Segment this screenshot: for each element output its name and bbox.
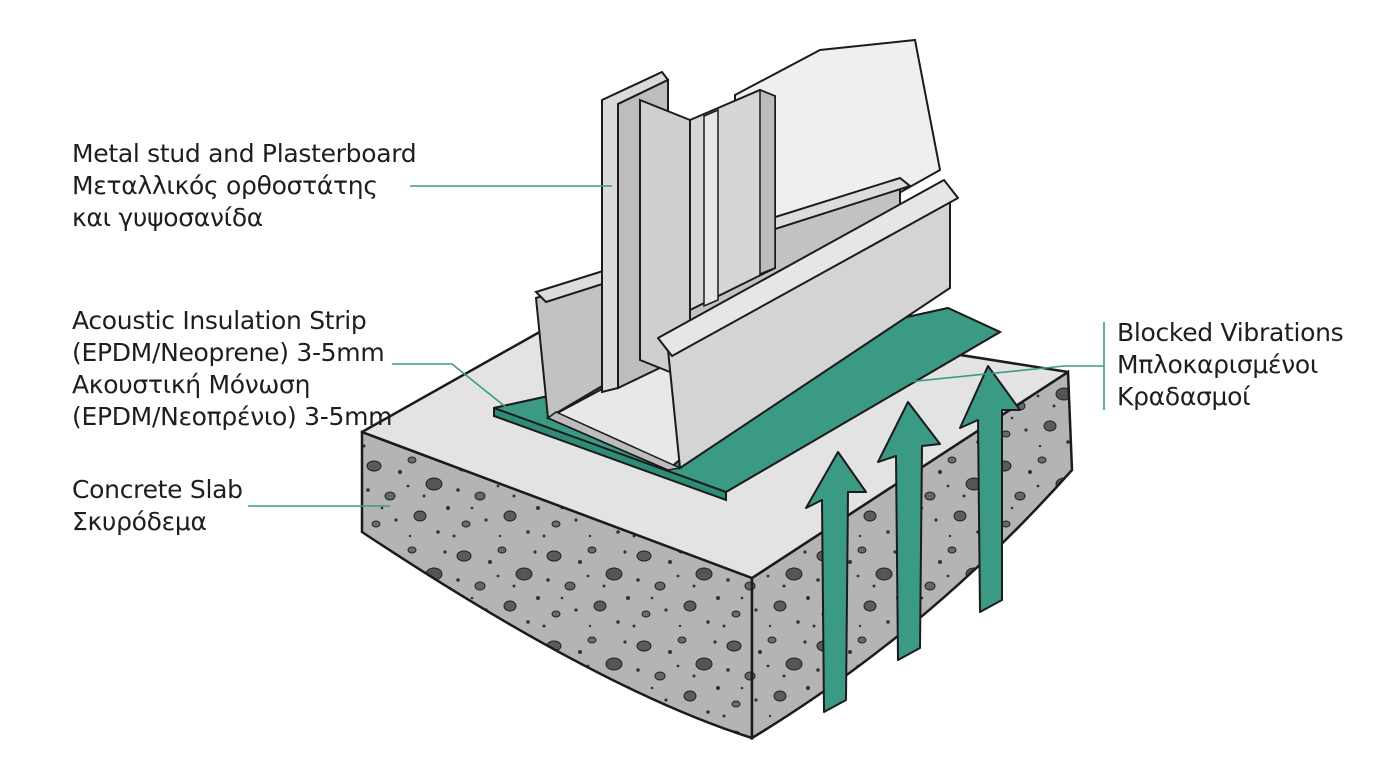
vibration-arrows xyxy=(805,365,1021,713)
label-line: Ακουστική Μόνωση xyxy=(72,370,311,399)
label-line: Metal stud and Plasterboard xyxy=(72,139,417,168)
label-line: Σκυρόδεμα xyxy=(72,507,207,536)
label-line: και γυψοσανίδα xyxy=(72,203,263,232)
metal-stud xyxy=(601,70,776,394)
label-line: Blocked Vibrations xyxy=(1117,318,1344,347)
label-blocked-vibrations: Blocked Vibrations Μπλοκαρισμένοι Κραδασ… xyxy=(1117,317,1344,413)
leader-lines xyxy=(248,185,1105,507)
leader-line-vibrations-pointer xyxy=(867,365,1104,387)
label-metal-stud-plasterboard: Metal stud and Plasterboard Μεταλλικός ο… xyxy=(72,138,417,234)
arrow-up-icon xyxy=(959,365,1021,613)
label-line: Acoustic Insulation Strip xyxy=(72,306,367,335)
arrow-up-icon xyxy=(805,451,867,713)
arrow-up-icon xyxy=(877,401,941,661)
leader-line-strip xyxy=(392,363,513,413)
slab-front-face xyxy=(360,430,754,740)
label-line: Μπλοκαρισμένοι xyxy=(1117,350,1319,379)
label-concrete-slab: Concrete Slab Σκυρόδεμα xyxy=(72,474,243,538)
label-line: Concrete Slab xyxy=(72,475,243,504)
track-front-wall xyxy=(546,179,959,471)
label-line: Μεταλλικός ορθοστάτης xyxy=(72,171,378,200)
label-line: (EPDM/Νεοπρένιο) 3-5mm xyxy=(72,402,393,431)
label-line: Κραδασμοί xyxy=(1117,382,1251,411)
label-line: (EPDM/Neoprene) 3-5mm xyxy=(72,338,385,367)
label-acoustic-insulation-strip: Acoustic Insulation Strip (EPDM/Neoprene… xyxy=(72,305,392,433)
